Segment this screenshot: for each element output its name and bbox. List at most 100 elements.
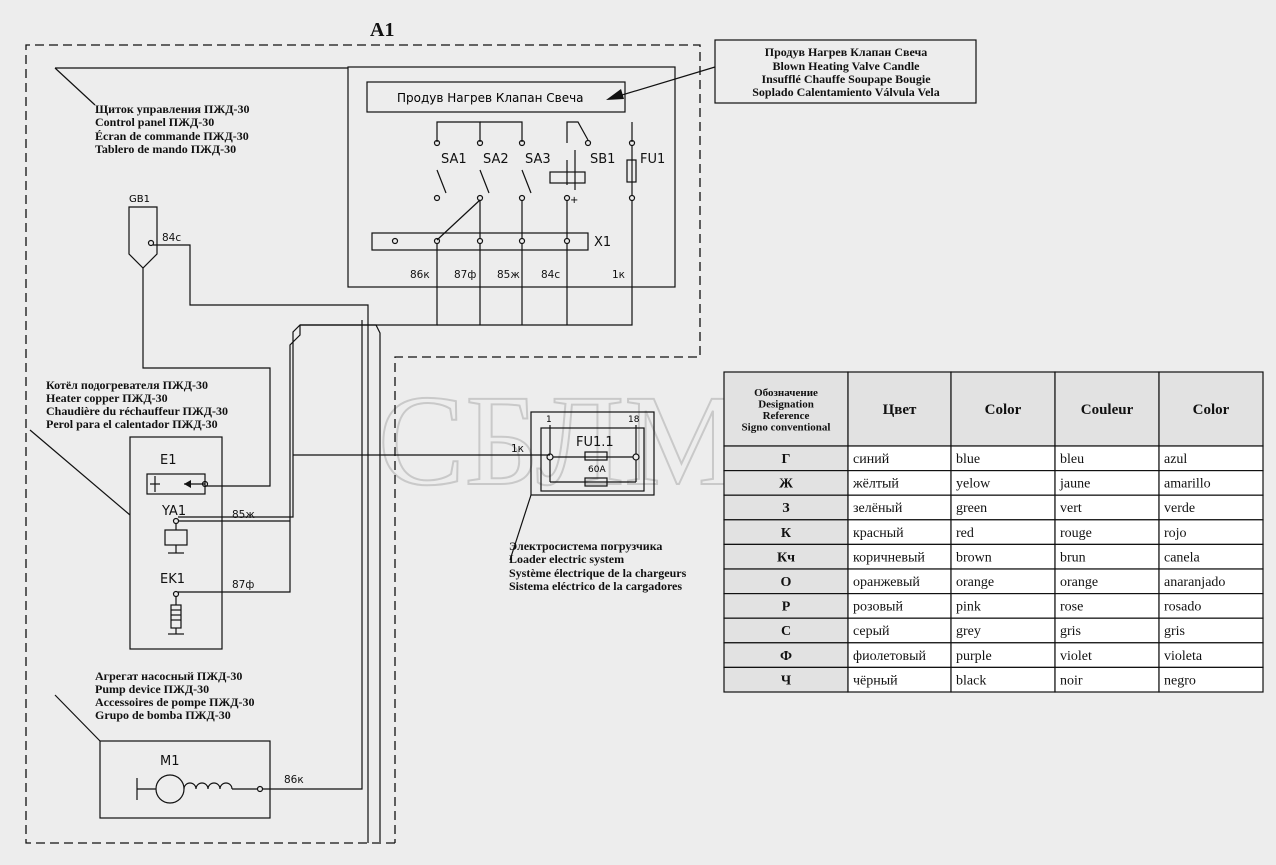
table-cell: bleu (1060, 452, 1084, 467)
wire-84c (153, 244, 369, 843)
table-cell: brown (956, 550, 992, 565)
callout-line: Insufflé Chauffe Soupape Bougie (761, 72, 931, 86)
fuse-label: FU1.1 (576, 435, 614, 450)
wire-harness (437, 287, 633, 326)
table-cell: серый (853, 624, 890, 639)
table-cell: jaune (1059, 477, 1090, 492)
heater-label: Perol para el calentador ПЖД-30 (46, 417, 218, 431)
leader-line (54, 694, 101, 742)
fuse-inner (540, 427, 645, 492)
wire-label: 86к (410, 269, 430, 281)
table-cell: vert (1060, 501, 1082, 516)
indicator-box (366, 81, 626, 113)
fuse-pin: 18 (628, 415, 640, 425)
wire-86k (300, 324, 381, 842)
table-header: Couleur (1081, 402, 1134, 418)
switch-sa2: SA2 (483, 152, 509, 167)
table-cell-code: С (781, 624, 791, 639)
switch-sa3: SA3 (525, 152, 551, 167)
fuse-block: 1 18 FU1.1 60A 1к (509, 411, 655, 561)
table-cell: verde (1164, 501, 1195, 516)
heater-label: Chaudière du réchauffeur ПЖД-30 (46, 404, 228, 418)
table-cell: gris (1164, 624, 1185, 639)
svg-text:+: + (570, 195, 578, 206)
switch-sb1: SB1 (590, 152, 615, 167)
table-cell: фиолетовый (853, 649, 927, 664)
table-cell: anaranjado (1164, 575, 1225, 590)
callout-line: Blown Heating Valve Candle (772, 59, 920, 73)
leader-line (54, 67, 96, 106)
fuse-pin: 1 (546, 415, 552, 425)
table-cell: canela (1164, 550, 1201, 565)
table-header: Цвет (883, 402, 917, 418)
loader-label: Système électrique de la chargeurs (509, 566, 687, 580)
pump-box (99, 740, 271, 819)
switch-sa1: SA1 (441, 152, 467, 167)
callout-arrow (606, 89, 624, 100)
table-cell: brun (1060, 550, 1086, 565)
loader-label: Электросистема погрузчика (509, 539, 662, 553)
table-cell: pink (956, 600, 981, 615)
table-cell: rouge (1060, 526, 1092, 541)
table-cell: коричневый (853, 550, 925, 565)
a1-boundary (25, 44, 701, 844)
callout-leader (611, 66, 716, 99)
component-ya1: YA1 (161, 504, 186, 519)
table-cell: красный (853, 526, 904, 541)
control-panel-label: Control panel ПЖД-30 (95, 115, 214, 129)
table-cell: azul (1164, 452, 1187, 467)
table-cell: amarillo (1164, 477, 1211, 492)
component-e1: E1 (160, 453, 177, 468)
table-cell: noir (1060, 673, 1083, 688)
wire-label: 85ж (232, 509, 255, 521)
callout-line: Soplado Calentamiento Válvula Vela (752, 85, 939, 99)
table-header-designation: Reference (763, 410, 810, 422)
table-cell-code: Ф (780, 649, 792, 664)
pump-label: Pump device ПЖД-30 (95, 682, 209, 696)
table-cell: negro (1164, 673, 1196, 688)
wire-label: 85ж (497, 269, 520, 281)
wire-gb1-heater (142, 268, 271, 487)
component-ek1: EK1 (160, 572, 185, 587)
table-cell-code: З (782, 501, 789, 516)
table-cell: blue (956, 452, 980, 467)
table-cell-code: К (781, 526, 792, 541)
table-header: Color (985, 402, 1022, 418)
wire-label: 84с (541, 269, 560, 281)
table-cell-code: Р (782, 600, 791, 615)
pump-label: Accessoires de pompe ПЖД-30 (95, 695, 255, 709)
terminal-label: X1 (594, 235, 611, 250)
heater-box (129, 436, 223, 650)
table-cell: розовый (853, 600, 903, 615)
heater-label: Котёл подогревателя ПЖД-30 (46, 378, 208, 392)
table-header: Color (1193, 402, 1230, 418)
wire-87f (178, 325, 301, 593)
table-header-designation: Signo conventional (742, 422, 831, 434)
table-cell: orange (1060, 575, 1098, 590)
heater-label: Heater copper ПЖД-30 (46, 391, 168, 405)
a1-label: A1 (370, 19, 394, 41)
table-header-cell (1158, 371, 1264, 447)
wire-label: 84с (162, 232, 181, 244)
control-panel-box (347, 66, 676, 288)
fuse-outer (530, 411, 655, 496)
table-cell: зелёный (853, 501, 903, 516)
table-cell: rosado (1164, 600, 1201, 615)
table-cell: rose (1060, 600, 1083, 615)
table-cell: синий (853, 452, 890, 467)
wire-label: 87ф (232, 579, 254, 591)
callout-line: Продув Нагрев Клапан Свеча (765, 45, 928, 59)
table-cell: оранжевый (853, 575, 920, 590)
leader-line (29, 429, 131, 516)
table-cell: grey (956, 624, 981, 639)
pump-label: Агрегат насосный ПЖД-30 (95, 669, 242, 683)
heater: E1 YA1 85ж EK1 87ф (29, 429, 290, 650)
